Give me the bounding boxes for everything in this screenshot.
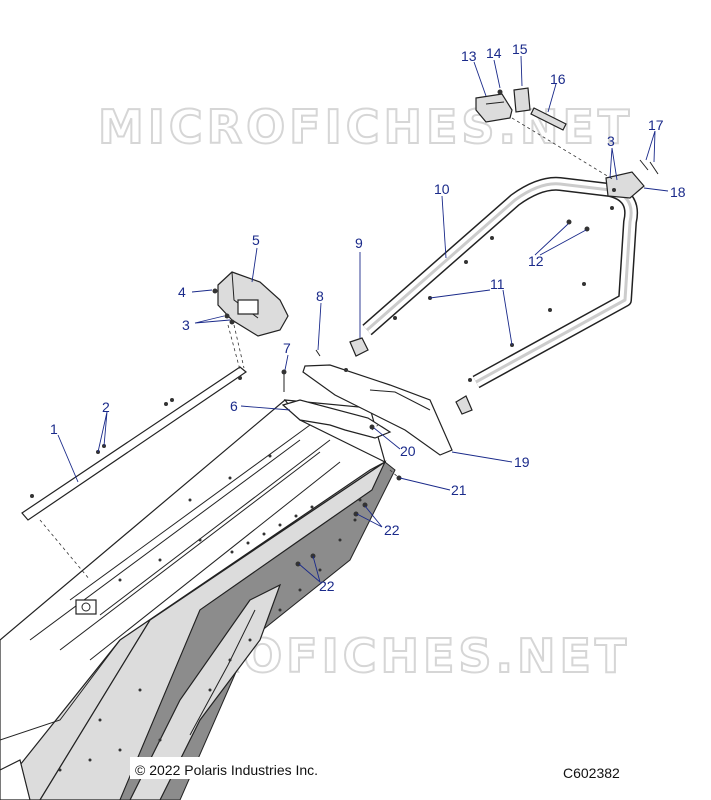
- callout-11: 11: [490, 276, 505, 292]
- callout-19: 19: [514, 454, 530, 470]
- callout-2: 2: [102, 399, 110, 415]
- callout-3-left: 3: [182, 317, 190, 333]
- callout-9: 9: [355, 235, 363, 251]
- callout-5: 5: [252, 232, 260, 248]
- part-18-hinge: [605, 171, 645, 199]
- callout-18: 18: [670, 184, 686, 200]
- part-5-housing: [212, 271, 289, 337]
- callout-3-right: 3: [607, 133, 615, 149]
- callout-20: 20: [400, 443, 416, 459]
- part-8-bolt: [315, 349, 321, 357]
- copyright-text: © 2022 Polaris Industries Inc.: [135, 762, 318, 778]
- callout-7: 7: [283, 340, 291, 356]
- tunnel-assembly: [0, 399, 396, 800]
- watermark-top: MICROFICHES.NET: [98, 100, 633, 154]
- callout-22-upper: 22: [384, 522, 400, 538]
- part-6-plate: [281, 399, 392, 439]
- callout-17: 17: [648, 117, 664, 133]
- part-13-hinge-bracket: [475, 93, 513, 123]
- part-19-bracket: [302, 364, 453, 456]
- callout-4: 4: [178, 284, 186, 300]
- part-22-fasteners: [295, 502, 368, 567]
- part-12-plugs: [566, 219, 590, 232]
- callout-22-lower: 22: [319, 578, 335, 594]
- end-cap-right: [455, 395, 473, 415]
- callout-10: 10: [434, 181, 450, 197]
- callout-13: 13: [461, 48, 477, 64]
- callout-12: 12: [528, 253, 544, 269]
- part-9-end-cap: [349, 337, 369, 357]
- callout-6: 6: [230, 398, 238, 414]
- callout-14: 14: [486, 45, 502, 61]
- callout-16: 16: [550, 71, 566, 87]
- callout-21: 21: [451, 482, 467, 498]
- callout-8: 8: [316, 288, 324, 304]
- part-15-clip: [513, 87, 531, 113]
- diagram-code: C602382: [563, 765, 620, 781]
- part-14-screw: [497, 89, 503, 95]
- part-17-bolts: [639, 159, 659, 175]
- part-16-pin: [530, 107, 567, 131]
- callout-1: 1: [50, 421, 58, 437]
- callout-15: 15: [512, 41, 528, 57]
- leader-lines: [57, 55, 669, 583]
- part-20-nut: [369, 424, 375, 430]
